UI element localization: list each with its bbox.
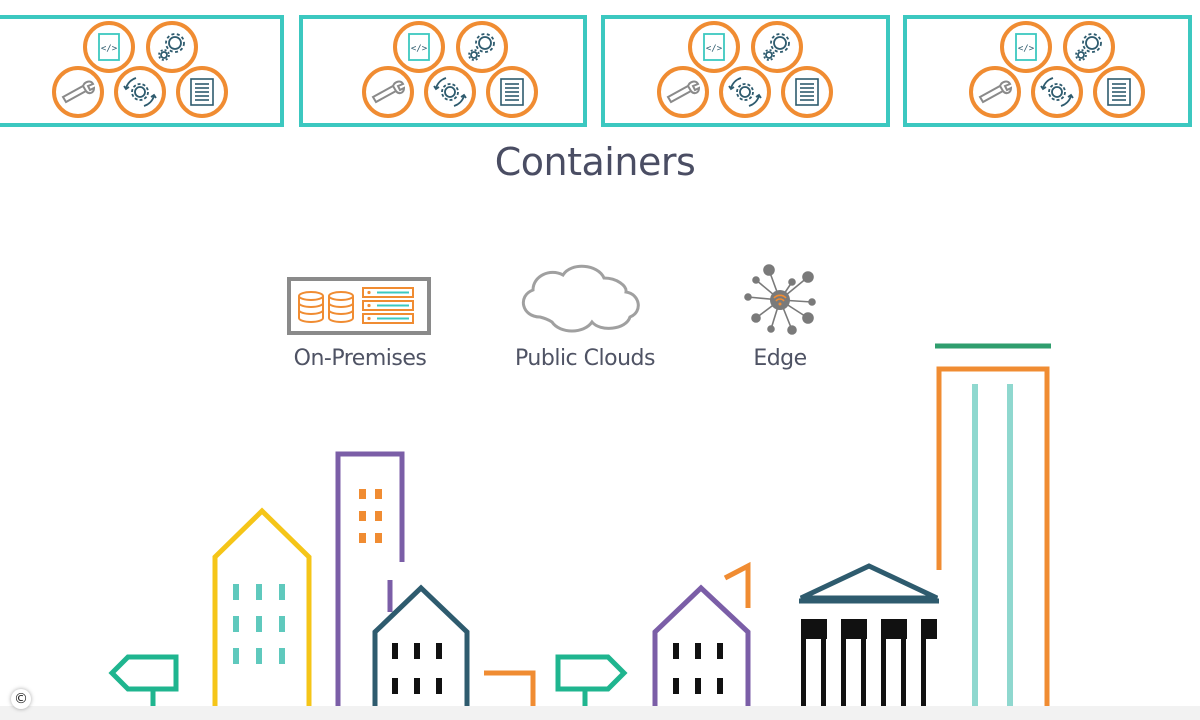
orange-frame xyxy=(484,670,536,710)
purple-tower xyxy=(335,451,405,710)
icon-ring xyxy=(719,66,771,118)
icon-ring xyxy=(424,66,476,118)
purple-house xyxy=(652,561,751,710)
edge-network-icon xyxy=(744,264,816,335)
public-clouds-label: Public Clouds xyxy=(515,346,655,371)
cloud-icon xyxy=(521,264,640,333)
container-icon-cluster xyxy=(657,21,833,118)
bottom-strip xyxy=(0,706,1200,720)
container-icon-cluster xyxy=(969,21,1145,118)
navy-house xyxy=(372,584,470,710)
tall-tower xyxy=(935,343,1051,710)
yellow-building xyxy=(212,507,312,710)
container-icon-cluster xyxy=(52,21,228,118)
container-icon-cluster xyxy=(362,21,538,118)
server-database-icon xyxy=(287,277,431,335)
on-premises-label: On-Premises xyxy=(293,346,427,371)
icon-ring xyxy=(1031,66,1083,118)
copyright-badge: © xyxy=(11,689,31,709)
icon-ring xyxy=(751,21,803,73)
columned-building xyxy=(799,563,939,710)
icon-ring xyxy=(1063,21,1115,73)
icon-ring xyxy=(456,21,508,73)
edge-label: Edge xyxy=(753,346,807,371)
icon-ring xyxy=(146,21,198,73)
icon-ring xyxy=(114,66,166,118)
right-signpost xyxy=(555,654,628,710)
containers-title: Containers xyxy=(494,140,696,184)
left-signpost xyxy=(108,654,179,710)
